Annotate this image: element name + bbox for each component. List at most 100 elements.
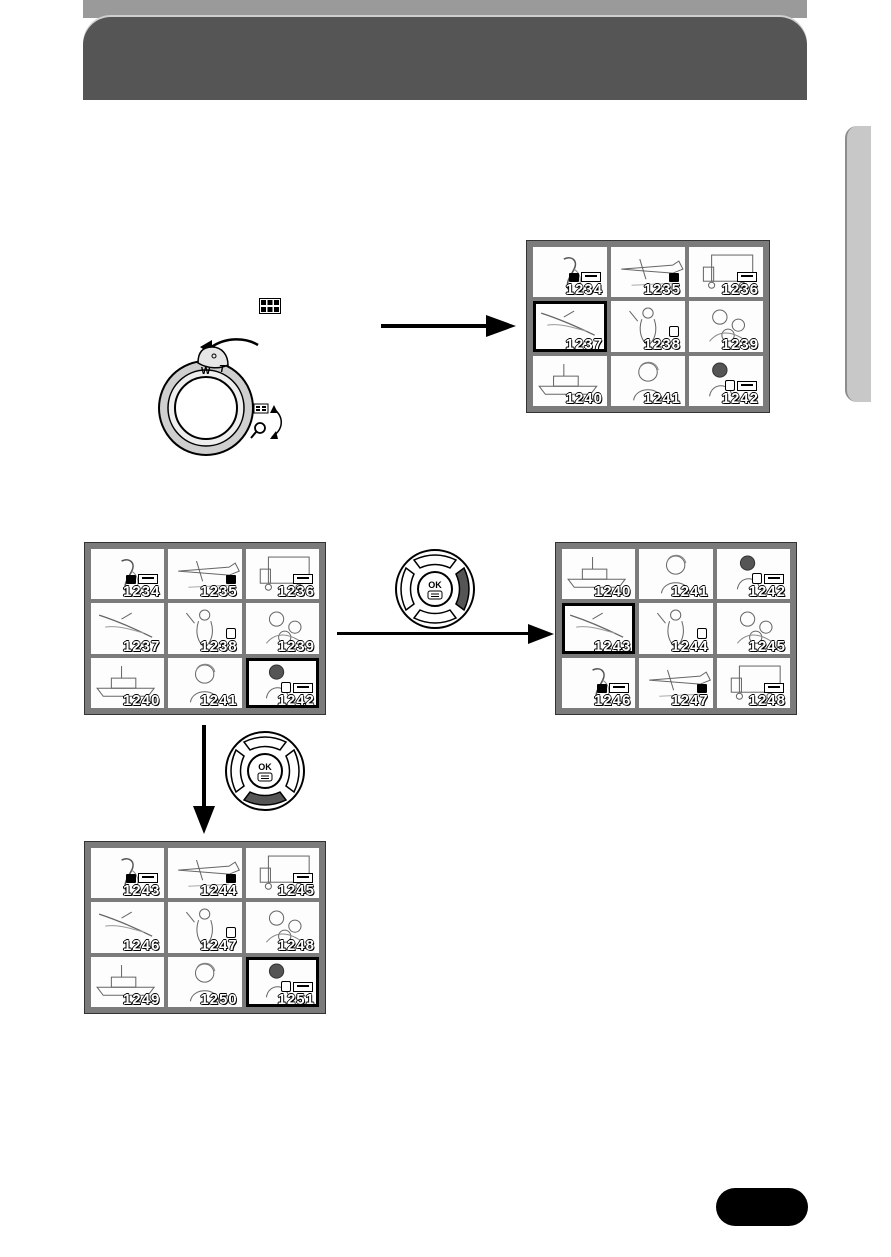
thumbnail-cell[interactable]: 1249 <box>91 957 164 1007</box>
thumbnail-cell[interactable]: 1243 <box>562 603 635 653</box>
movie-icon <box>669 326 679 337</box>
thumbnail-cell[interactable]: 1247 <box>168 902 241 952</box>
thumbnail-badges <box>226 628 236 639</box>
frame-number: 1240 <box>123 693 160 708</box>
frame-number: 1249 <box>123 992 160 1007</box>
thumbnail-cell[interactable]: 1244 <box>168 848 241 898</box>
thumbnail-cell[interactable]: 1234 <box>91 549 164 599</box>
movie-icon <box>697 628 707 639</box>
frame-number: 1250 <box>200 992 237 1007</box>
thumbnail-cell[interactable]: 1236 <box>689 247 763 297</box>
index-grid-screen-2: 1234 1235 1236 1237 1238 1239 1240 1241 1242 <box>84 542 326 715</box>
tele-label: T <box>219 364 226 375</box>
frame-number: 1244 <box>200 883 237 898</box>
frame-number: 1235 <box>200 584 237 599</box>
arrow-next-page <box>337 632 533 635</box>
thumbnail-cell[interactable]: 1238 <box>611 301 685 351</box>
frame-number: 1248 <box>278 938 315 953</box>
frame-number: 1237 <box>566 337 603 352</box>
frame-number: 1247 <box>671 693 708 708</box>
header-top-bar <box>83 0 807 18</box>
thumbnail-cell[interactable]: 1247 <box>639 658 712 708</box>
thumbnail-cell[interactable]: 1242 <box>246 658 319 708</box>
thumbnail-cell[interactable]: 1234 <box>533 247 607 297</box>
index-grid-screen-3: 1240 1241 1242 1243 1244 1245 1246 1247 1248 <box>555 542 797 715</box>
frame-number: 1240 <box>566 391 603 406</box>
frame-number: 1239 <box>722 337 759 352</box>
thumbnail-cell[interactable]: 1248 <box>246 902 319 952</box>
thumbnail-cell[interactable]: 1245 <box>246 848 319 898</box>
thumbnail-cell[interactable]: 1235 <box>168 549 241 599</box>
frame-number: 1243 <box>594 639 631 654</box>
frame-number: 1238 <box>644 337 681 352</box>
arrow-pad-right-press[interactable]: OK <box>394 548 476 630</box>
frame-number: 1251 <box>278 992 315 1007</box>
movie-icon <box>226 628 236 639</box>
thumbnail-cell[interactable]: 1240 <box>91 658 164 708</box>
frame-number: 1245 <box>278 883 315 898</box>
index-grid-screen-4: 1243 1244 1245 1246 1247 1248 1249 1250 1251 <box>84 841 326 1014</box>
side-index-tab <box>845 126 871 402</box>
ok-label: OK <box>428 580 442 590</box>
thumbnail-cell[interactable]: 1243 <box>91 848 164 898</box>
page-number-badge <box>716 1188 808 1226</box>
thumbnail-cell[interactable]: 1239 <box>246 603 319 653</box>
thumbnail-cell[interactable]: 1238 <box>168 603 241 653</box>
frame-number: 1240 <box>594 584 631 599</box>
arrow-next-row <box>202 725 206 810</box>
thumbnail-cell[interactable]: 1242 <box>689 356 763 406</box>
frame-number: 1242 <box>749 584 786 599</box>
thumbnail-cell[interactable]: 1241 <box>639 549 712 599</box>
arrow-head-right-icon <box>486 315 516 337</box>
thumbnail-cell[interactable]: 1241 <box>168 658 241 708</box>
frame-number: 1248 <box>749 693 786 708</box>
frame-number: 1243 <box>123 883 160 898</box>
thumbnail-cell[interactable]: 1246 <box>91 902 164 952</box>
frame-number: 1234 <box>566 282 603 297</box>
frame-number: 1241 <box>671 584 708 599</box>
thumbnail-badges <box>669 326 679 337</box>
wide-label: W <box>201 366 211 377</box>
frame-number: 1246 <box>594 693 631 708</box>
thumbnail-cell[interactable]: 1241 <box>611 356 685 406</box>
frame-number: 1235 <box>644 282 681 297</box>
thumbnail-badges <box>697 628 707 639</box>
frame-number: 1239 <box>278 639 315 654</box>
thumbnail-cell[interactable]: 1237 <box>533 301 607 351</box>
thumbnail-cell[interactable]: 1236 <box>246 549 319 599</box>
index-grid-screen-1: 1234 1235 1236 1237 1238 1239 1240 1241 1242 <box>526 240 770 413</box>
thumbnail-cell[interactable]: 1240 <box>533 356 607 406</box>
frame-number: 1242 <box>722 391 759 406</box>
frame-number: 1241 <box>200 693 237 708</box>
thumbnail-cell[interactable]: 1237 <box>91 603 164 653</box>
thumbnail-cell[interactable]: 1251 <box>246 957 319 1007</box>
thumbnail-cell[interactable]: 1246 <box>562 658 635 708</box>
frame-number: 1242 <box>278 693 315 708</box>
frame-number: 1241 <box>644 391 681 406</box>
header-banner <box>83 17 807 100</box>
frame-number: 1246 <box>123 938 160 953</box>
arrow-to-index <box>381 324 491 328</box>
frame-number: 1234 <box>123 584 160 599</box>
frame-number: 1244 <box>671 639 708 654</box>
arrow-pad-down-press[interactable]: OK <box>224 730 306 812</box>
thumbnail-cell[interactable]: 1239 <box>689 301 763 351</box>
frame-number: 1237 <box>123 639 160 654</box>
thumbnail-cell[interactable]: 1250 <box>168 957 241 1007</box>
thumbnail-cell[interactable]: 1235 <box>611 247 685 297</box>
thumbnail-cell[interactable]: 1248 <box>717 658 790 708</box>
thumbnail-cell[interactable]: 1244 <box>639 603 712 653</box>
frame-number: 1236 <box>722 282 759 297</box>
thumbnail-cell[interactable]: 1245 <box>717 603 790 653</box>
thumbnail-cell[interactable]: 1242 <box>717 549 790 599</box>
thumbnail-badges <box>226 927 236 938</box>
index-display-icon <box>259 298 281 314</box>
arrow-head-right-icon <box>528 624 554 644</box>
ok-label: OK <box>258 762 272 772</box>
frame-number: 1238 <box>200 639 237 654</box>
arrow-head-down-icon <box>193 806 215 834</box>
frame-number: 1236 <box>278 584 315 599</box>
movie-icon <box>226 927 236 938</box>
zoom-lever-illustration: W T <box>150 325 310 460</box>
thumbnail-cell[interactable]: 1240 <box>562 549 635 599</box>
